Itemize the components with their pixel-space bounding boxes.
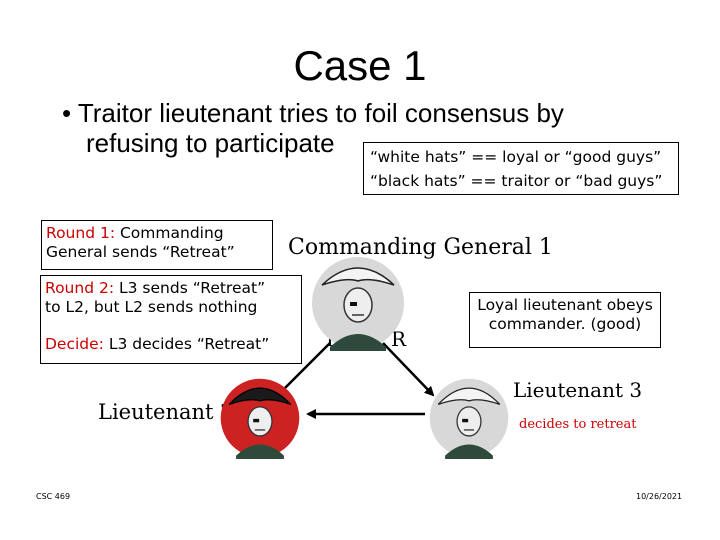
lieutenant3-portrait xyxy=(429,378,509,459)
footer-course: CSC 469 xyxy=(36,492,71,501)
decide-text: L3 decides “Retreat” xyxy=(103,335,270,353)
black-hats-text: “black hats” == traitor or “bad guys” xyxy=(370,172,663,190)
slide-title: Case 1 xyxy=(293,42,427,89)
lieutenant2-label: Lieutenant 2 xyxy=(98,400,234,424)
bullet-line-1: • Traitor lieutenant tries to foil conse… xyxy=(62,98,564,128)
decide-label: Decide: xyxy=(45,335,104,353)
round2-line2: to L2, but L2 sends nothing xyxy=(45,298,258,316)
lieutenant3-label: Lieutenant 3 xyxy=(513,378,643,402)
bullet-line-2: refusing to participate xyxy=(86,128,335,158)
footer-date: 10/26/2021 xyxy=(636,492,683,501)
loyal-note-box: Loyal lieutenant obeys commander. (good) xyxy=(469,292,661,348)
round2-label: Round 2: xyxy=(45,279,115,297)
round1-label: Round 1: xyxy=(46,224,116,242)
arrow-cg-to-l2 xyxy=(276,342,331,397)
round1-text: Commanding xyxy=(115,224,224,242)
round1-box: Round 1: Commanding General sends “Retre… xyxy=(41,220,273,270)
lieutenant2-portrait xyxy=(220,378,300,459)
edge-label-right: R xyxy=(391,327,407,351)
commanding-general-portrait xyxy=(312,257,404,351)
loyal-note-line2: commander. (good) xyxy=(488,315,642,333)
round1-line2: General sends “Retreat” xyxy=(46,243,235,261)
arrow-cg-to-l3 xyxy=(382,342,435,397)
round2-text: L3 sends “Retreat” xyxy=(114,279,266,297)
hats-legend-box: “white hats” == loyal or “good guys” “bl… xyxy=(363,142,679,195)
lieutenant3-note: decides to retreat xyxy=(519,417,637,432)
round2-box: Round 2: L3 sends “Retreat” to L2, but L… xyxy=(40,275,302,364)
loyal-note-line1: Loyal lieutenant obeys xyxy=(477,296,653,314)
commanding-general-label: Commanding General 1 xyxy=(288,235,553,260)
white-hats-text: “white hats” == loyal or “good guys” xyxy=(370,148,662,166)
